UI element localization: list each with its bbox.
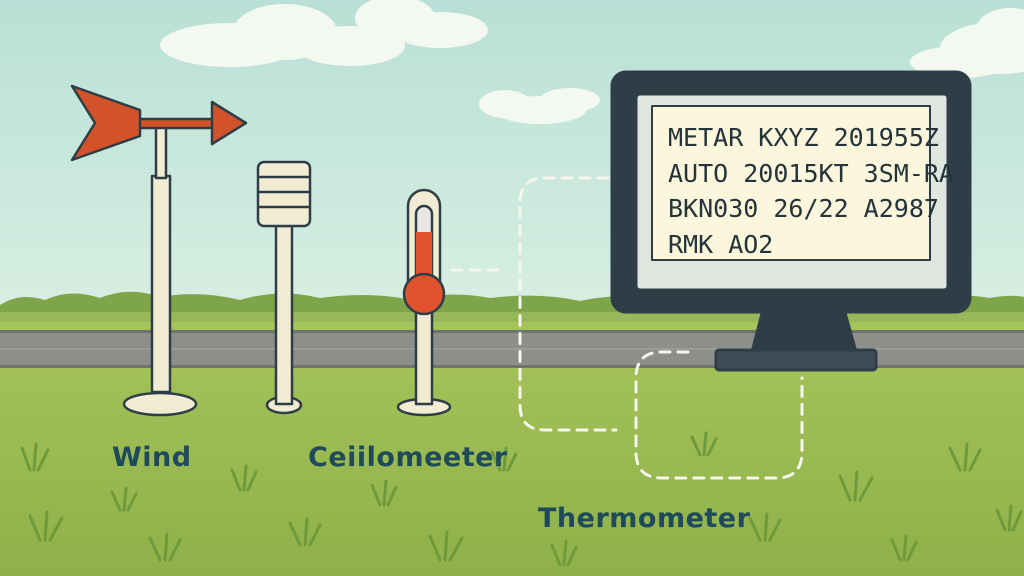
data-link-lines [450,176,804,480]
cloud-icon [160,0,488,67]
metar-line: METAR KXYZ 201955Z [668,123,939,152]
metar-line: BKN030 26/22 A2987 [668,194,939,223]
monitor-icon [610,70,972,372]
cloud-icon [910,8,1024,78]
grass-tuft-icon [20,431,1023,567]
thermometer-icon [396,188,452,417]
metar-report-text: METAR KXYZ 201955Z AUTO 20015KT 3SM-RA BKN… [668,120,954,262]
ceilometer-label: Ceiilomeeter [308,442,508,473]
metar-line: AUTO 20015KT 3SM-RA [668,158,954,188]
cloud-icon [479,88,600,124]
wind-vane-icon [70,84,248,417]
wind-label: Wind [112,442,192,473]
metar-line: RMK AO2 [668,229,774,259]
thermometer-label: Thermometer [538,503,751,534]
ceilometer-icon [256,160,312,415]
